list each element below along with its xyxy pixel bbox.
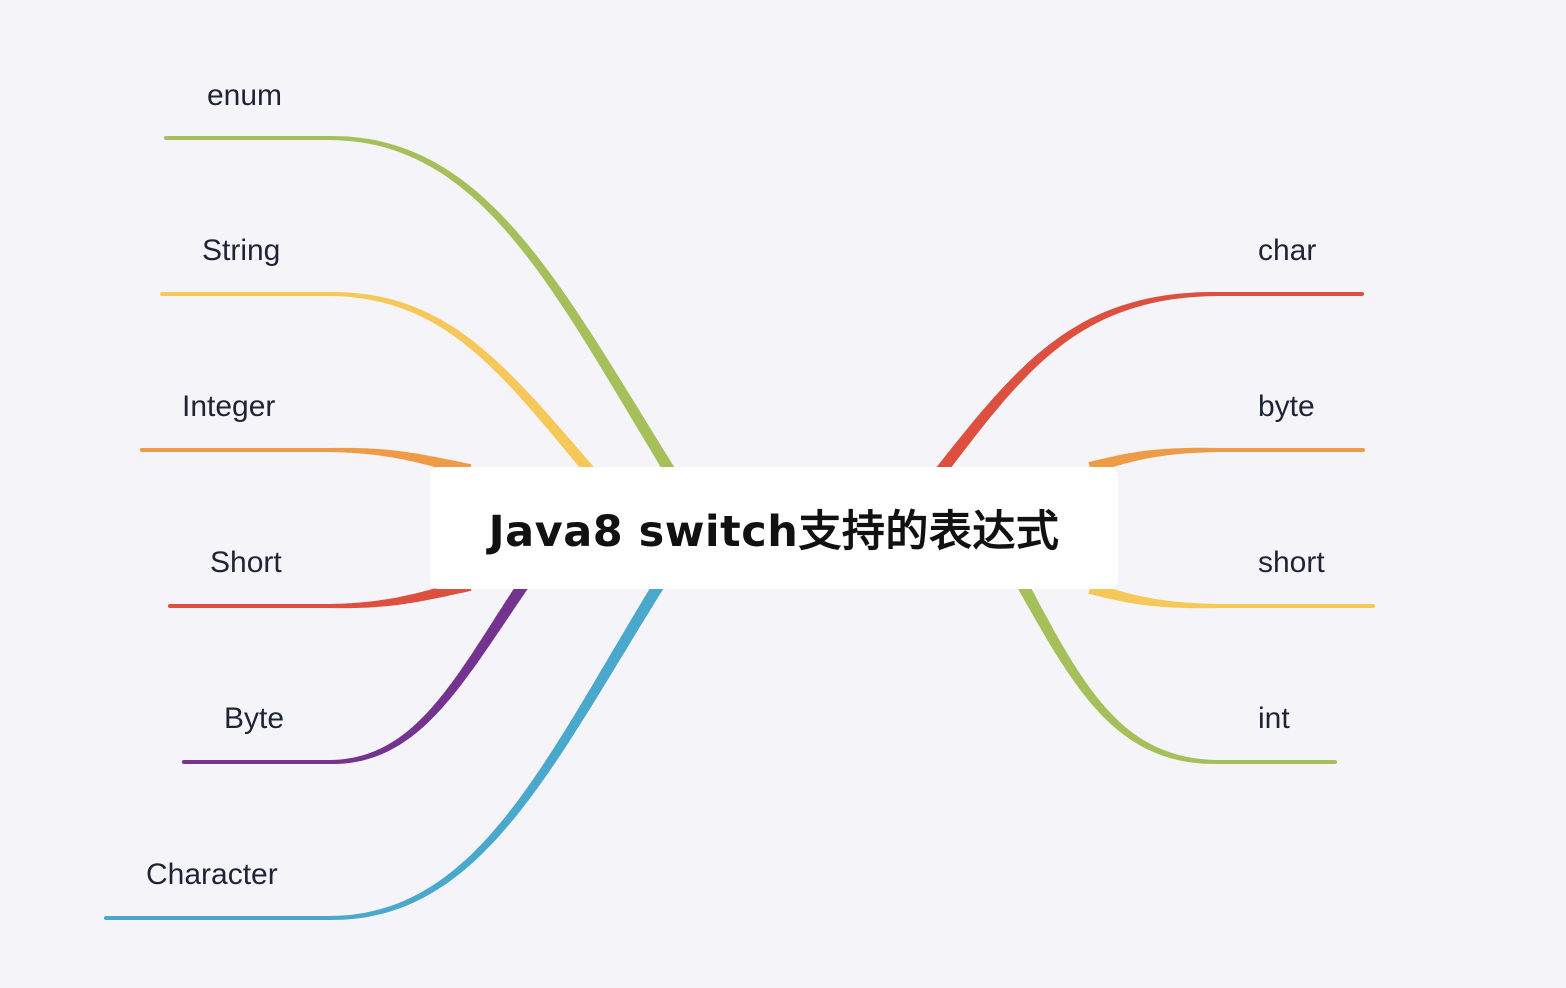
connector-short (330, 579, 472, 609)
branch-label-string[interactable]: String (202, 234, 281, 267)
connector-right-short (1088, 582, 1218, 609)
branch-label-character[interactable]: Character (146, 858, 278, 891)
central-topic-node[interactable]: Java8 switch支持的表达式 (430, 467, 1118, 589)
branch-label-short[interactable]: Short (210, 546, 282, 579)
connector-right-byte (1088, 447, 1218, 474)
connector-right-char (933, 292, 1218, 479)
branch-label-byte[interactable]: Byte (224, 702, 285, 735)
branch-label-byte-primitive[interactable]: byte (1258, 390, 1315, 423)
branch-label-enum[interactable]: enum (207, 79, 283, 112)
branch-label-integer[interactable]: Integer (182, 390, 276, 423)
central-topic-title: Java8 switch支持的表达式 (488, 507, 1060, 557)
connector-integer (330, 447, 472, 476)
connector-enum (330, 136, 694, 504)
branch-label-char[interactable]: char (1258, 234, 1317, 267)
branch-label-short-primitive[interactable]: short (1258, 546, 1325, 579)
connector-right-int (1014, 577, 1218, 764)
connector-byte (330, 571, 535, 764)
branch-label-int[interactable]: int (1258, 702, 1290, 735)
